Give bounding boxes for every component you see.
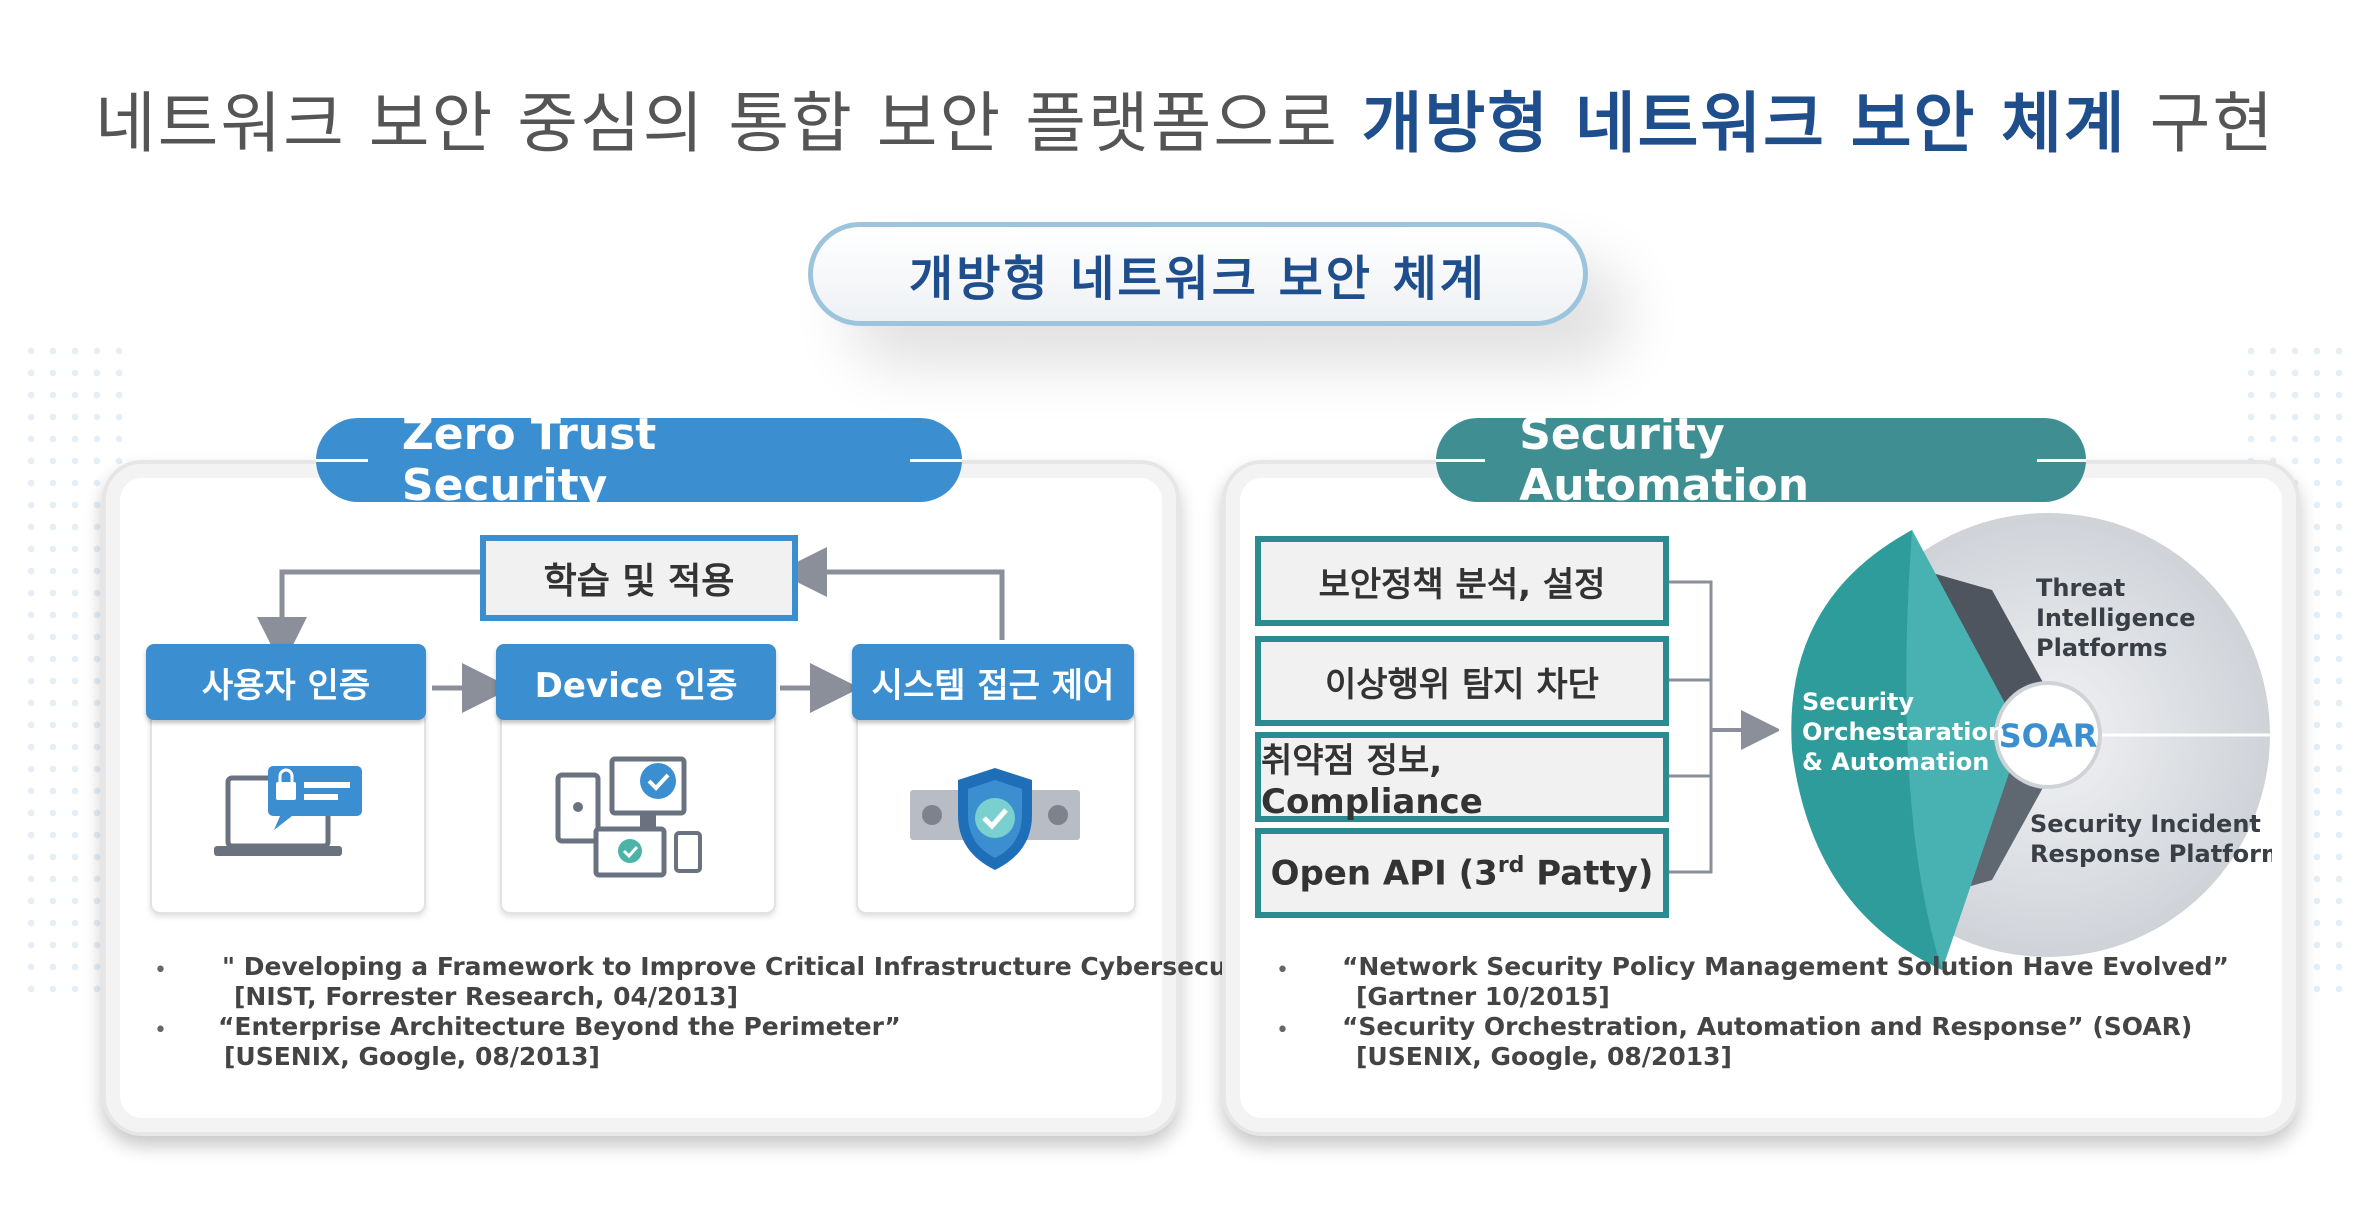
ref-source: [USENIX, Google, 08/2013] <box>224 1042 600 1071</box>
vulnerability-label: 취약점 정보, Compliance <box>1261 740 1483 822</box>
ref-source: [NIST, Forrester Research, 04/2013] <box>234 982 739 1011</box>
open-api-item: Open API (3rd Patty) <box>1255 828 1669 918</box>
shield-server-icon <box>910 768 1080 870</box>
ref-bullet: • <box>154 958 167 983</box>
soar-bottom-line1: Security Incident <box>2030 810 2261 838</box>
ref-source: [USENIX, Google, 08/2013] <box>1356 1042 1732 1071</box>
ref-bullet: • <box>1276 1018 1289 1043</box>
anomaly-detection-item: 이상행위 탐지 차단 <box>1255 636 1669 726</box>
ref-title: “Security Orchestration, Automation and … <box>1342 1012 2193 1041</box>
soar-left-line1: Security <box>1802 688 1914 716</box>
ref-source: [Gartner 10/2015] <box>1356 982 1610 1011</box>
soar-top-line1: Threat <box>2036 574 2125 602</box>
soar-left-line3: & Automation <box>1802 748 1989 776</box>
learn-apply-label: 학습 및 적용 <box>543 561 735 602</box>
zero-trust-header-label: Zero Trust Security <box>401 409 657 511</box>
items-connector <box>1669 580 1779 874</box>
open-api-suffix: Patty) <box>1524 853 1654 894</box>
step-device-auth: Device 인증 <box>496 644 776 720</box>
step-access-control: 시스템 접근 제어 <box>852 644 1134 720</box>
policy-analysis-label: 보안정책 분석, 설정 <box>1318 564 1606 605</box>
open-api-sup: rd <box>1497 852 1525 878</box>
ref-bullet: • <box>154 1018 167 1043</box>
main-label-text: 개방형 네트워크 보안 체계 <box>909 251 1487 307</box>
vulnerability-item: 취약점 정보, Compliance <box>1255 732 1669 822</box>
ref-title: " Developing a Framework to Improve Crit… <box>222 952 1293 981</box>
ref-title: “Network Security Policy Management Solu… <box>1342 952 2229 981</box>
soar-top-line3: Platforms <box>2036 634 2168 662</box>
header-dash-right <box>2036 458 2086 462</box>
main-label-pill: 개방형 네트워크 보안 체계 <box>808 222 1588 326</box>
learn-apply-box: 학습 및 적용 <box>480 535 798 621</box>
anomaly-detection-label: 이상행위 탐지 차단 <box>1325 664 1599 705</box>
header-dash-left <box>1436 458 1486 462</box>
step-user-auth: 사용자 인증 <box>146 644 426 720</box>
page-title: 네트워크 보안 중심의 통합 보안 플랫폼으로 개방형 네트워크 보안 체계 구… <box>0 70 2370 166</box>
step-access-control-label: 시스템 접근 제어 <box>871 665 1115 706</box>
header-dash-right <box>910 458 962 462</box>
ref-bullet: • <box>1276 958 1289 983</box>
step-device-auth-label: Device 인증 <box>534 665 738 706</box>
header-dash-left <box>316 458 368 462</box>
security-automation-header-label: Security Automation <box>1519 409 1810 511</box>
title-part2: 구현 <box>2126 85 2276 162</box>
policy-analysis-item: 보안정책 분석, 설정 <box>1255 536 1669 626</box>
soar-diagram: SOAR Security Orchestaration & Automatio… <box>1791 513 2272 970</box>
zero-trust-flow-arrows <box>257 547 1005 713</box>
soar-bottom-line2: Response Platforms <box>2030 840 2272 868</box>
open-api-prefix: Open API (3 <box>1270 853 1498 894</box>
title-part1: 네트워크 보안 중심의 통합 보안 플랫폼으로 <box>94 85 1362 162</box>
security-automation-header: Security Automation <box>1436 409 2086 511</box>
laptop-lock-icon <box>214 766 362 856</box>
zero-trust-header: Zero Trust Security <box>316 409 962 511</box>
title-highlight: 개방형 네트워크 보안 체계 <box>1361 85 2127 162</box>
ref-title: “Enterprise Architecture Beyond the Peri… <box>218 1012 901 1041</box>
soar-center-label: SOAR <box>1999 717 2098 755</box>
soar-left-line2: Orchestaration <box>1802 718 2005 746</box>
step-user-auth-label: 사용자 인증 <box>201 665 371 706</box>
soar-top-line2: Intelligence <box>2036 604 2196 632</box>
open-api-label: Open API (3rd Patty) <box>1271 853 1654 893</box>
devices-icon <box>555 756 702 878</box>
